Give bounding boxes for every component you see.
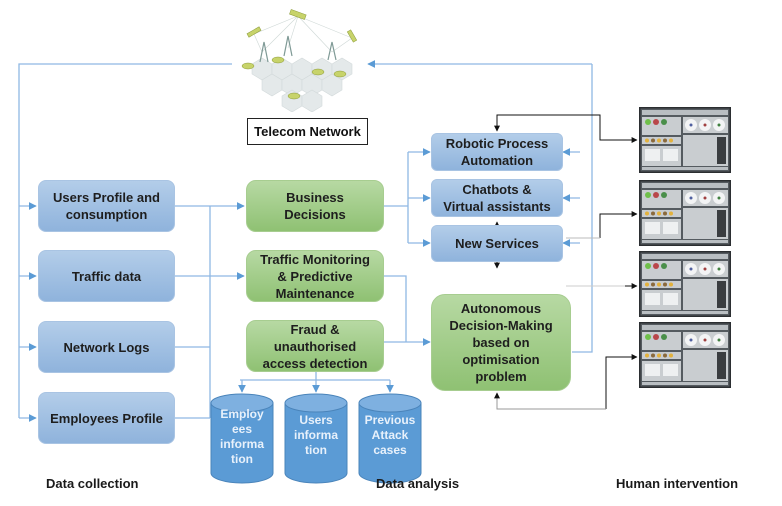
section-label-data-collection: Data collection xyxy=(46,476,139,491)
database-icon xyxy=(358,393,422,484)
database-icon xyxy=(284,393,348,484)
dashboard-icon xyxy=(638,106,732,174)
telecom-network-label: Telecom Network xyxy=(247,118,368,145)
feedback-top-line xyxy=(572,64,593,353)
analysis-fraud-detection[interactable]: Fraud & unauthorised access detection xyxy=(246,320,384,372)
source-employees-profile[interactable]: Employees Profile xyxy=(38,392,175,444)
section-label-data-analysis: Data analysis xyxy=(376,476,460,491)
telecom-network-illustration xyxy=(241,9,358,112)
dashboard-icon xyxy=(638,250,732,318)
analysis-traffic-monitoring[interactable]: Traffic Monitoring & Predictive Maintena… xyxy=(246,250,384,302)
database-users-information[interactable]: Users informa tion xyxy=(284,393,348,485)
autonomous-decision-making[interactable]: Autonomous Decision-Making based on opti… xyxy=(431,294,571,391)
dashboard-icon xyxy=(638,179,732,247)
database-icon xyxy=(210,393,274,484)
analysis-business-decisions[interactable]: Business Decisions xyxy=(246,180,384,232)
database-label: Previous Attack cases xyxy=(364,413,416,457)
control-panel-dashboard[interactable] xyxy=(638,179,732,247)
source-users-profile[interactable]: Users Profile and consumption xyxy=(38,180,175,232)
database-employees-information[interactable]: Employ ees informa tion xyxy=(210,393,274,485)
network-to-sources-line xyxy=(18,63,232,418)
service-new-services[interactable]: New Services xyxy=(431,225,563,262)
database-label: Employ ees informa tion xyxy=(219,407,264,466)
control-panel-dashboard[interactable] xyxy=(638,321,732,389)
dashboard-icon xyxy=(638,321,732,389)
source-traffic-data[interactable]: Traffic data xyxy=(38,250,175,302)
service-chatbots-virtual-assistants[interactable]: Chatbots & Virtual assistants xyxy=(431,179,563,217)
database-previous-attack-cases[interactable]: Previous Attack cases xyxy=(358,393,422,485)
control-panel-dashboard[interactable] xyxy=(638,250,732,318)
service-robotic-process-automation[interactable]: Robotic Process Automation xyxy=(431,133,563,171)
section-label-human-intervention: Human intervention xyxy=(616,476,739,491)
database-label: Users informa tion xyxy=(293,413,338,457)
source-network-logs[interactable]: Network Logs xyxy=(38,321,175,373)
control-panel-dashboard[interactable] xyxy=(638,106,732,174)
